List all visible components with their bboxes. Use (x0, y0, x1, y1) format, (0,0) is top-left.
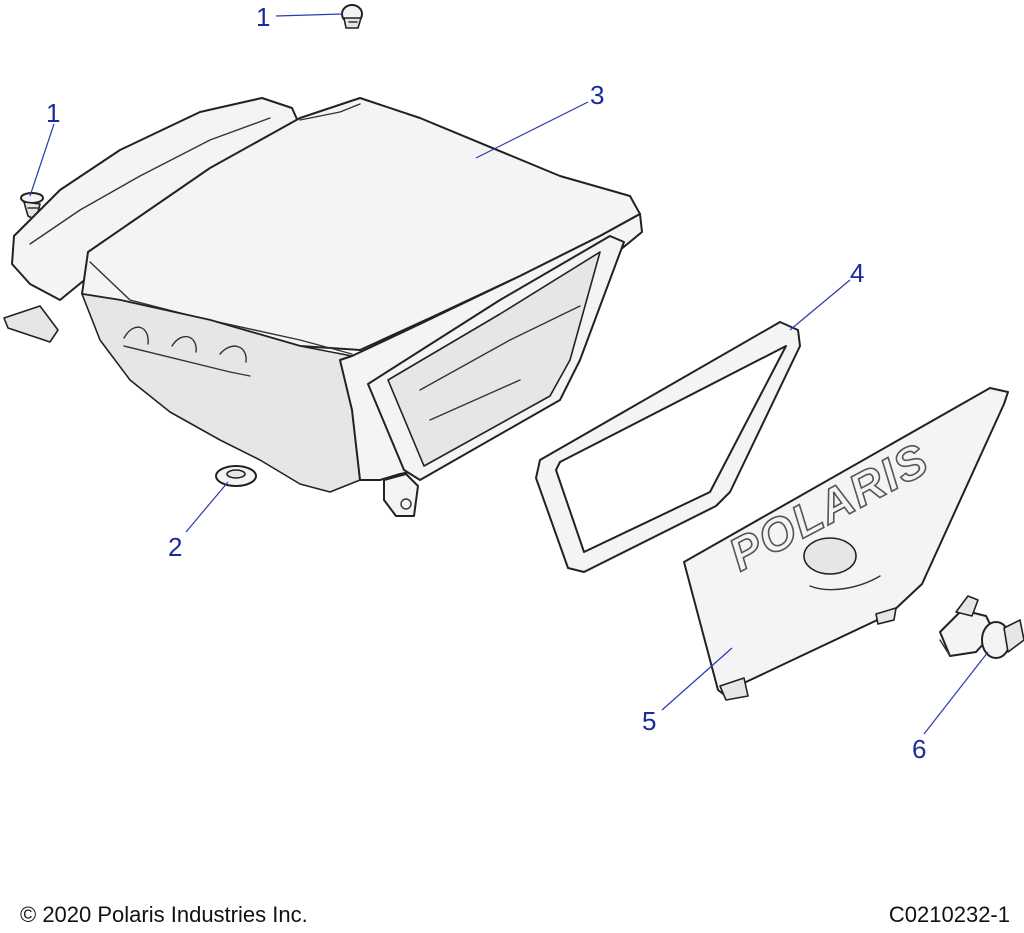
latch (939, 595, 1024, 659)
callout-3: 3 (590, 80, 604, 110)
grommet (215, 465, 257, 487)
figure-id: C0210232-1 (888, 902, 1010, 927)
storage-box (3, 97, 643, 517)
callout-1-left: 1 (46, 98, 60, 128)
seal-gasket (535, 321, 801, 573)
callout-6: 6 (912, 734, 926, 764)
callout-2: 2 (168, 532, 182, 562)
leader-lines (29, 13, 989, 735)
copyright-notice: © 2020 Polaris Industries Inc. (20, 902, 308, 927)
callout-5: 5 (642, 706, 656, 736)
callout-4: 4 (850, 258, 864, 288)
callout-1-top: 1 (256, 2, 270, 32)
push-rivet-top (341, 4, 363, 29)
